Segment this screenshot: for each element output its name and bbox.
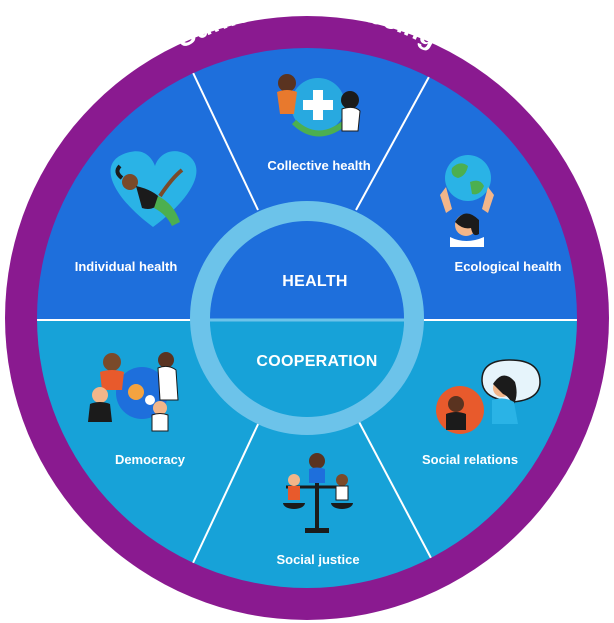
segment-label-democracy: Democracy xyxy=(115,452,186,467)
core-cooperation-label: COOPERATION xyxy=(256,353,377,370)
divider-top-right xyxy=(355,74,431,211)
segment-label-collective-health: Collective health xyxy=(267,158,370,173)
core-health-label: HEALTH xyxy=(282,273,348,290)
divider-top-left xyxy=(186,59,259,211)
segment-label-ecological-health: Ecological health xyxy=(455,259,562,274)
segment-label-social-justice: Social justice xyxy=(276,552,359,567)
divider-bottom-right xyxy=(357,419,441,576)
core-cooperation xyxy=(210,320,404,417)
collective-health-icon xyxy=(277,74,361,137)
divider-bottom-left xyxy=(184,419,261,581)
ecological-health-icon xyxy=(440,155,494,247)
democracy-icon xyxy=(88,352,179,432)
social-justice-icon xyxy=(283,453,353,533)
individual-health-icon xyxy=(110,151,197,227)
segment-label-social-relations: Social relations xyxy=(422,452,518,467)
social-relations-icon xyxy=(436,359,541,434)
segment-label-individual-health: Individual health xyxy=(75,259,178,274)
